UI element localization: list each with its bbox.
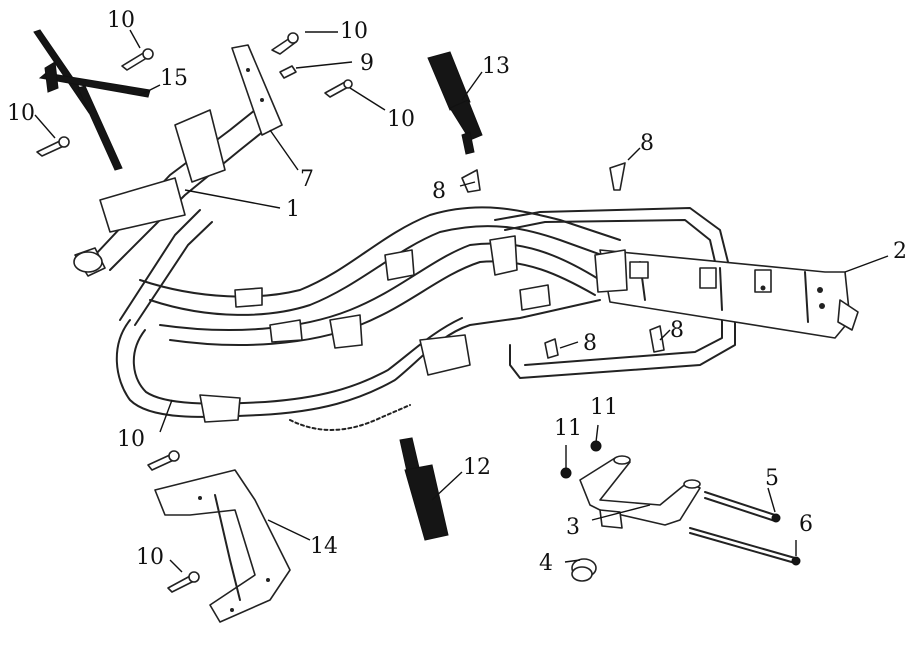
callout-8-right: 8 — [670, 318, 684, 343]
callout-8-left: 8 — [432, 179, 446, 204]
callout-2: 2 — [893, 239, 907, 264]
nuts-11 — [560, 440, 602, 479]
callout-4: 4 — [539, 551, 553, 576]
callout-10-top: 10 — [340, 19, 368, 44]
callout-10-bottom: 10 — [136, 545, 164, 570]
callout-15: 15 — [160, 66, 188, 91]
callout-11-left: 11 — [554, 416, 582, 441]
part-14 — [154, 469, 291, 623]
callout-labels: 1 2 3 4 5 6 7 8 8 8 8 9 10 10 10 10 10 1… — [7, 8, 907, 576]
callout-11-right: 11 — [590, 395, 618, 420]
part-12 — [399, 437, 449, 541]
part-13 — [427, 51, 483, 155]
callout-8-top: 8 — [640, 131, 654, 156]
callout-9: 9 — [360, 51, 374, 76]
callout-8-lower: 8 — [583, 331, 597, 356]
callout-7: 7 — [300, 167, 314, 192]
callout-10-top-left: 10 — [107, 8, 135, 33]
callout-5: 5 — [765, 466, 779, 491]
callout-12: 12 — [463, 455, 491, 480]
callout-13: 13 — [482, 54, 510, 79]
callout-3: 3 — [566, 515, 580, 540]
callout-6: 6 — [799, 512, 813, 537]
callout-10-mid: 10 — [387, 107, 415, 132]
part-3 — [579, 455, 701, 529]
part-4 — [571, 558, 597, 582]
leader-lines — [34, 29, 889, 573]
bracket-15 — [33, 29, 151, 171]
callout-1: 1 — [286, 197, 300, 222]
callout-14: 14 — [310, 534, 338, 559]
callout-10-left: 10 — [7, 101, 35, 126]
callout-10-lower-left: 10 — [117, 427, 145, 452]
part-6 — [689, 527, 801, 566]
part-5 — [704, 491, 781, 523]
main-frame — [73, 109, 859, 431]
bolts — [36, 32, 665, 593]
plate-7 — [231, 44, 283, 136]
